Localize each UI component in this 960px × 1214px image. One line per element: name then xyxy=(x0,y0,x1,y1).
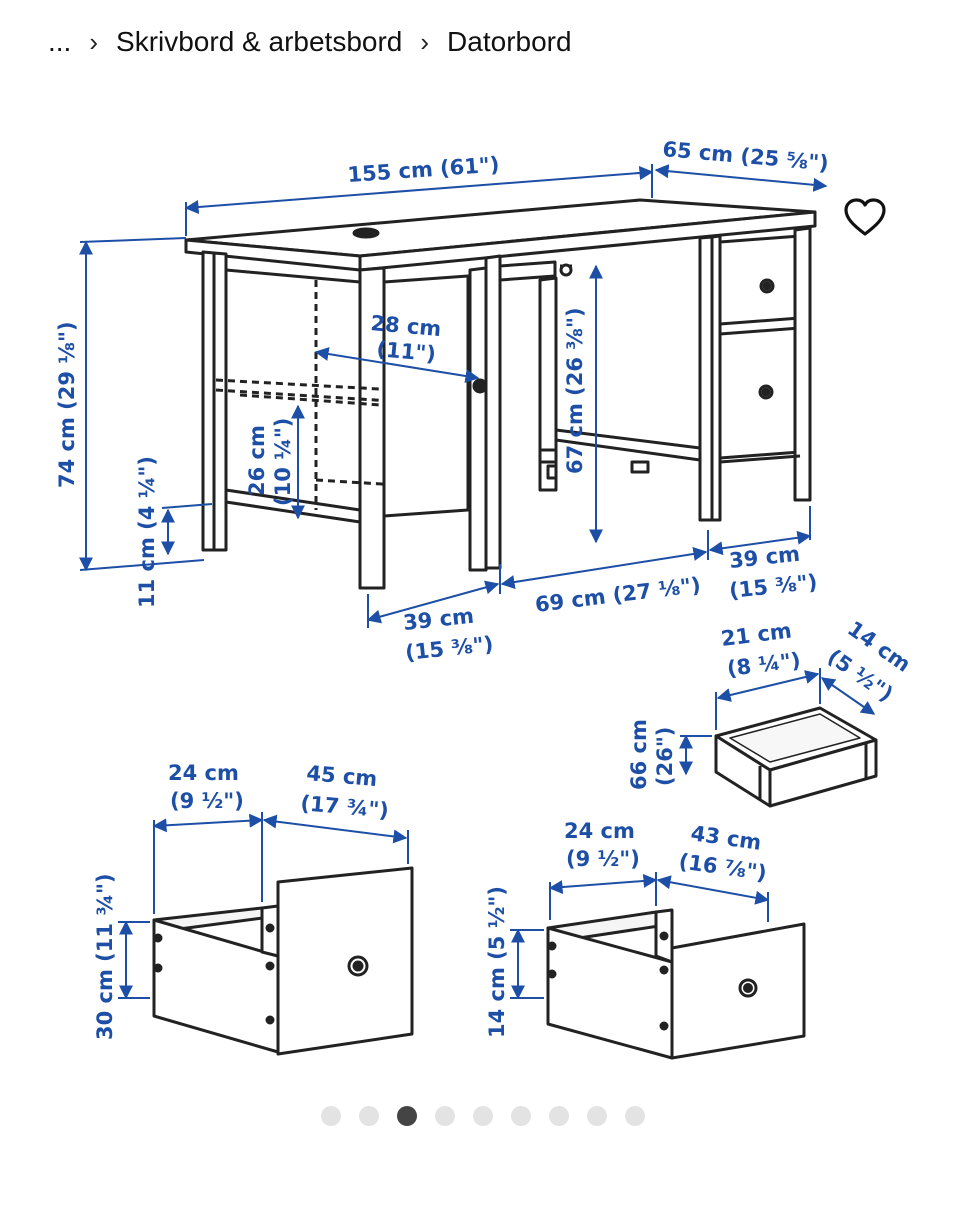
chevron-right-icon: › xyxy=(89,26,99,57)
large-drawer-dimensions xyxy=(118,812,409,1000)
medium-drawer-illustration xyxy=(546,908,806,1060)
label-big-drawer-depth-in: (17 ¾") xyxy=(300,791,390,823)
label-mid-drawer-depth-cm: 43 cm xyxy=(689,821,763,855)
breadcrumb: ... › Skrivbord & arbetsbord › Datorbord xyxy=(48,22,572,62)
carousel-dot-3[interactable] xyxy=(397,1106,417,1126)
carousel-dot-4[interactable] xyxy=(435,1106,455,1126)
label-shelf-height-cm: 26 cm xyxy=(245,425,269,496)
label-big-drawer-height: 30 cm (11 ¾") xyxy=(93,873,117,1040)
label-small-drawer-width-cm: 21 cm xyxy=(720,619,793,651)
label-left-unit-in: (15 ⅜") xyxy=(404,632,494,665)
breadcrumb-ellipsis[interactable]: ... xyxy=(48,26,72,57)
label-desk-height: 74 cm (29 ⅛") xyxy=(55,321,79,488)
large-drawer-illustration xyxy=(152,866,414,1056)
carousel-dot-9[interactable] xyxy=(625,1106,645,1126)
product-dimension-image[interactable]: 155 cm (61") 65 cm (25 ⅝") 74 cm (29 ⅛")… xyxy=(0,90,960,1090)
label-mid-drawer-width-in: (9 ½") xyxy=(566,847,640,871)
small-drawer-illustration xyxy=(714,706,878,808)
breadcrumb-item-computer-desks[interactable]: Datorbord xyxy=(447,26,572,57)
image-carousel-indicator xyxy=(0,1106,960,1130)
label-shelf-height-in: (10 ¼") xyxy=(271,418,295,506)
label-inner-depth-in: (11") xyxy=(376,337,437,366)
label-desk-width: 155 cm (61") xyxy=(347,152,500,187)
label-big-drawer-width-in: (9 ½") xyxy=(170,789,244,813)
label-big-drawer-width-cm: 24 cm xyxy=(168,761,239,785)
label-right-unit-in: (15 ⅜") xyxy=(728,570,818,603)
carousel-dot-5[interactable] xyxy=(473,1106,493,1126)
carousel-dot-2[interactable] xyxy=(359,1106,379,1126)
medium-drawer-dimensions xyxy=(510,872,770,1000)
desk-dimensions xyxy=(79,164,828,628)
label-small-drawer-height-in: (26") xyxy=(653,727,677,786)
breadcrumb-item-desks[interactable]: Skrivbord & arbetsbord xyxy=(116,26,403,57)
label-mid-drawer-height: 14 cm (5 ½") xyxy=(485,886,509,1038)
carousel-dot-7[interactable] xyxy=(549,1106,569,1126)
carousel-dot-1[interactable] xyxy=(321,1106,341,1126)
carousel-dot-6[interactable] xyxy=(511,1106,531,1126)
heart-outline-icon xyxy=(844,198,886,236)
label-knee-height: 67 cm (26 ⅜") xyxy=(563,307,587,474)
label-floor-clearance: 11 cm (4 ¼") xyxy=(135,456,159,608)
label-big-drawer-depth-cm: 45 cm xyxy=(306,761,379,791)
favorite-button[interactable] xyxy=(838,192,892,242)
small-drawer-dimensions xyxy=(679,668,876,776)
label-mid-drawer-width-cm: 24 cm xyxy=(564,819,635,843)
carousel-dot-8[interactable] xyxy=(587,1106,607,1126)
chevron-right-icon: › xyxy=(420,26,430,57)
label-desk-depth: 65 cm (25 ⅝") xyxy=(662,137,830,175)
label-center-span: 69 cm (27 ⅛") xyxy=(534,573,702,617)
desk-illustration xyxy=(184,198,817,590)
label-small-drawer-height-cm: 66 cm xyxy=(627,719,651,790)
label-small-drawer-width-in: (8 ¼") xyxy=(726,648,802,681)
label-mid-drawer-depth-in: (16 ⅞") xyxy=(677,849,768,885)
